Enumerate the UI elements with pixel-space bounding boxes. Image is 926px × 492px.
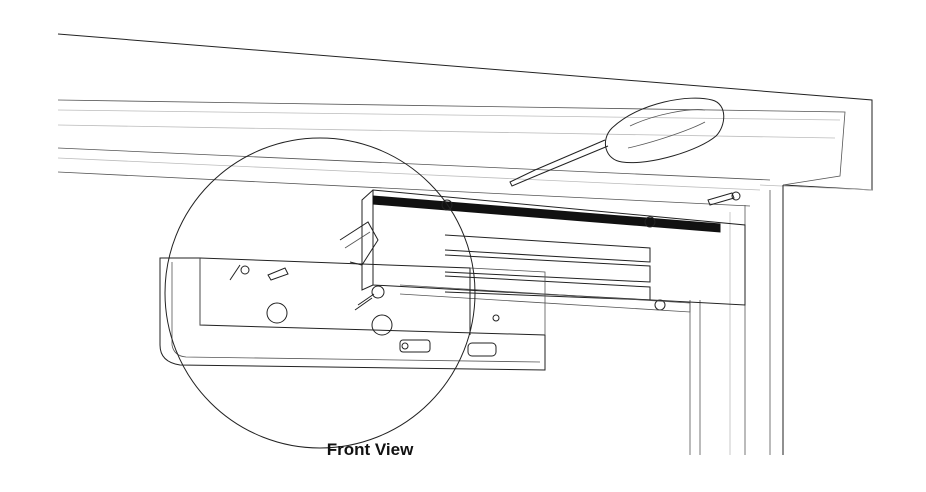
screw-icon [707,191,741,206]
door-frame [57,33,873,455]
magnifier-circle [164,137,476,449]
figure-caption: Front View [326,440,414,459]
closer-body [361,189,746,313]
screwdriver-icon [509,97,725,187]
mounting-plate [159,221,546,371]
